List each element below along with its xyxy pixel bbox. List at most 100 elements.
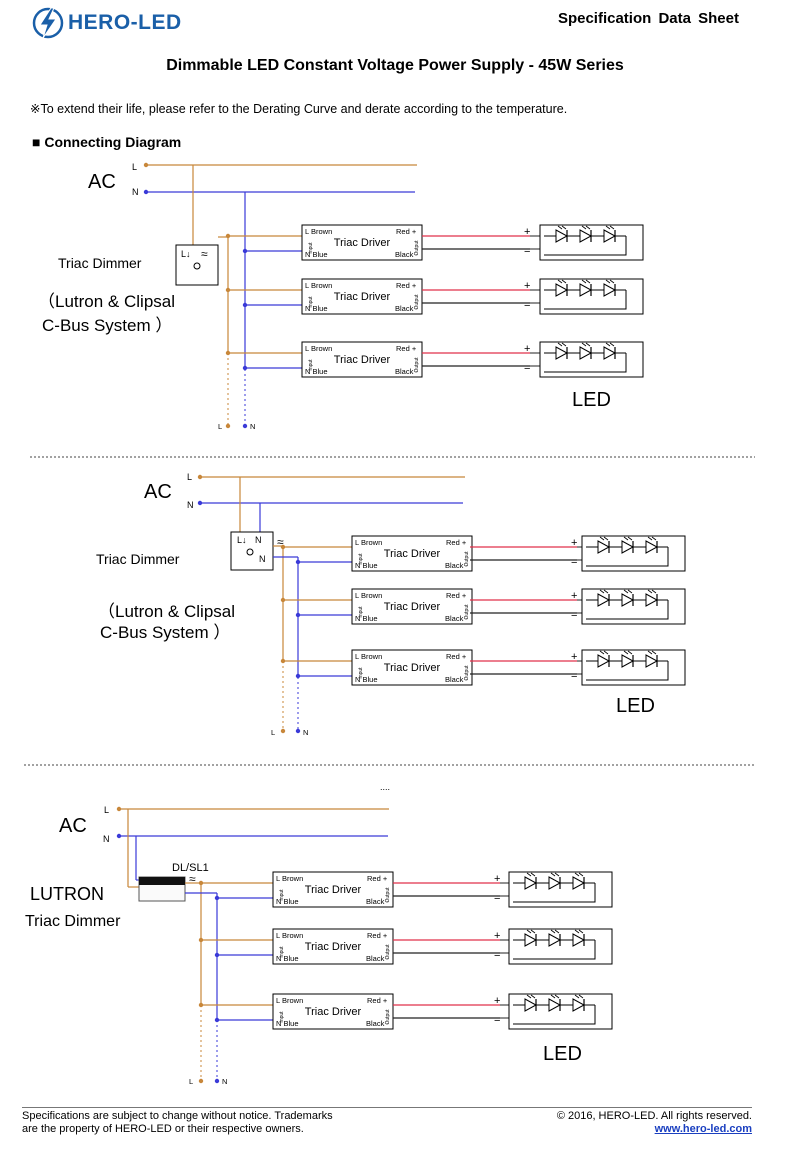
- d1-l-label: L: [132, 162, 137, 172]
- d3-channel-3-minus: −: [494, 1015, 500, 1027]
- led-ray: [627, 650, 633, 655]
- led-diode-icon: [579, 229, 593, 243]
- junction-dot: [295, 673, 301, 679]
- driver-red-plus-label: Red +: [446, 538, 467, 547]
- led-ray: [561, 279, 567, 284]
- driver-l-brown-label: L Brown: [276, 996, 303, 1005]
- footer-copyright: © 2016, HERO-LED. All rights reserved.: [556, 1110, 752, 1122]
- driver-output-label: Output: [414, 294, 420, 310]
- driver-red-plus-label: Red +: [367, 874, 388, 883]
- driver-black-minus-label: Black -: [366, 897, 389, 906]
- d2-channel-1-led-module: [581, 535, 686, 572]
- footer-rule: [22, 1107, 752, 1108]
- driver-black-minus-label: Black -: [395, 250, 418, 259]
- d1-channel-2-minus: −: [524, 300, 530, 312]
- d1-cbus-label: C-Bus System ）: [42, 316, 172, 335]
- driver-l-brown-label: L Brown: [305, 281, 332, 290]
- lutron-dimmer-top: [139, 877, 185, 885]
- d3-ellipsis: ....: [380, 782, 390, 792]
- driver-red-plus-label: Red +: [396, 227, 417, 236]
- driver-input-label: Input: [358, 667, 364, 679]
- dimmer-box: [230, 531, 274, 571]
- d2-channel-2-minus: −: [571, 610, 577, 622]
- d2-bottom-n: N: [303, 728, 308, 737]
- d1-dimmer-l: L↓: [181, 249, 191, 259]
- led-diode-icon: [597, 654, 611, 668]
- d3-ac-label: AC: [59, 815, 87, 837]
- d2-channel-3-plus: +: [571, 651, 577, 663]
- driver-output-label: Output: [385, 887, 391, 903]
- led-ray: [581, 342, 587, 347]
- led-ray: [651, 536, 657, 541]
- d3-bottom-n: N: [222, 1077, 227, 1086]
- led-ray: [550, 994, 556, 999]
- led-ray: [605, 225, 611, 230]
- led-ray: [647, 589, 653, 594]
- led-diode-icon: [555, 346, 569, 360]
- led-ray: [530, 872, 536, 877]
- led-ray: [526, 872, 532, 877]
- driver-output-label: Output: [464, 665, 470, 681]
- d2-dimmer-wave-icon: ≈: [277, 535, 284, 549]
- led-ray: [647, 536, 653, 541]
- d2-channel-1-plus: +: [571, 537, 577, 549]
- driver-black-minus-label: Black -: [445, 561, 468, 570]
- junction-dot: [280, 597, 286, 603]
- driver-name: Triac Driver: [384, 601, 441, 613]
- led-diode-icon: [572, 876, 586, 890]
- led-return-wire: [513, 940, 596, 960]
- led-return-wire: [586, 661, 669, 681]
- lightning-logo-icon: [32, 7, 64, 39]
- driver-box: [351, 588, 473, 625]
- d2-channel-2-led-module: [581, 588, 686, 625]
- d1-bottom-l: L: [218, 422, 222, 431]
- driver-input-label: Input: [279, 1011, 285, 1023]
- d1-channel-1-plus: +: [524, 226, 530, 238]
- led-ray: [561, 342, 567, 347]
- driver-name: Triac Driver: [305, 884, 362, 896]
- d3-channel-1-minus: −: [494, 893, 500, 905]
- d1-bottom-n: N: [250, 422, 255, 431]
- d2-dimmer-l: L↓: [237, 535, 247, 545]
- d1-lutron-clipsal-label: （Lutron & Clipsal: [38, 292, 175, 311]
- led-diode-icon: [524, 876, 538, 890]
- d3-l-label: L: [104, 805, 109, 815]
- led-ray: [623, 589, 629, 594]
- led-ray: [574, 929, 580, 934]
- sheet-title: Specification Data Sheet: [557, 10, 739, 27]
- led-return-wire: [513, 1005, 596, 1025]
- led-diode-icon: [579, 346, 593, 360]
- footer-disclaimer: Specifications are subject to change wit…: [22, 1110, 333, 1136]
- driver-box: [272, 928, 394, 965]
- driver-n-blue-label: N Blue: [276, 954, 299, 963]
- led-ray: [623, 536, 629, 541]
- driver-n-blue-label: N Blue: [355, 614, 378, 623]
- d2-ac-label: AC: [144, 481, 172, 503]
- junction-dot: [225, 423, 231, 429]
- led-ray: [581, 279, 587, 284]
- junction-dot: [225, 233, 231, 239]
- junction-dot: [242, 423, 248, 429]
- website-link[interactable]: www.hero-led.com: [654, 1123, 752, 1135]
- d3-channel-3-plus: +: [494, 995, 500, 1007]
- d1-triac-dimmer: [175, 244, 219, 286]
- driver-box: [301, 278, 423, 315]
- junction-dot: [197, 500, 203, 506]
- d1-dimmer-knob-icon: [193, 262, 201, 270]
- d3-channel-2-plus: +: [494, 930, 500, 942]
- d1-channel-3-plus: +: [524, 343, 530, 355]
- led-ray: [651, 589, 657, 594]
- led-ray: [651, 650, 657, 655]
- led-ray: [603, 589, 609, 594]
- d3-led-label: LED: [543, 1043, 582, 1065]
- junction-dot: [116, 806, 122, 812]
- driver-black-minus-label: Black -: [395, 304, 418, 313]
- led-diode-icon: [572, 933, 586, 947]
- junction-dot: [242, 365, 248, 371]
- driver-n-blue-label: N Blue: [305, 367, 328, 376]
- dimmer-box: [175, 244, 219, 286]
- led-ray: [599, 536, 605, 541]
